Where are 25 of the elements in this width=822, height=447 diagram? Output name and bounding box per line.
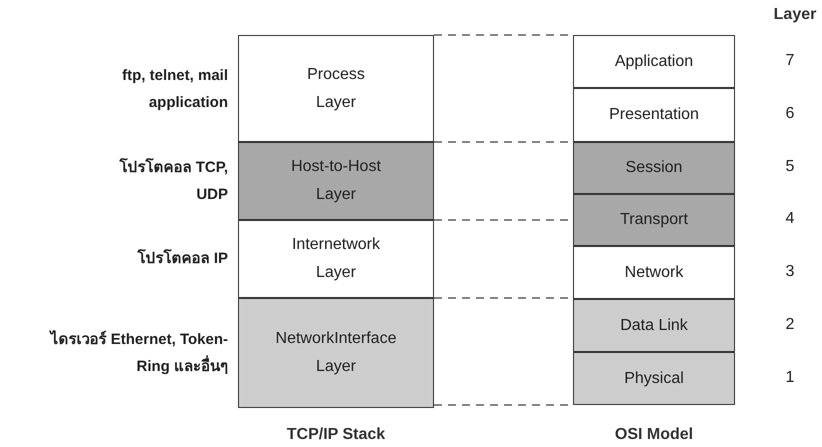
layer-box: Physical <box>573 352 735 405</box>
layer-number: 2 <box>784 316 796 334</box>
layer-box: Session <box>573 142 735 194</box>
layer-number: 4 <box>784 210 796 228</box>
layer-box: Transport <box>573 194 735 246</box>
protocol-note: โปรโตคอล TCP, UDP <box>118 157 228 205</box>
model-caption: OSI Model <box>614 426 694 444</box>
protocol-note: ftp, telnet, mail application <box>121 66 228 112</box>
layer-box: Internetwork Layer <box>238 220 434 298</box>
layer-heading: Layer <box>772 6 818 24</box>
layer-box: Network <box>573 246 735 299</box>
stack-caption: TCP/IP Stack <box>286 426 386 444</box>
layer-number: 1 <box>784 368 796 386</box>
layer-number: 7 <box>784 52 796 70</box>
layer-box: Presentation <box>573 88 735 142</box>
layer-box: NetworkInterface Layer <box>238 298 434 408</box>
layer-box: Application <box>573 35 735 88</box>
layer-box: Host-to-Host Layer <box>238 142 434 220</box>
layer-box: Data Link <box>573 299 735 352</box>
protocol-note: โปรโตคอล IP <box>136 248 228 269</box>
layer-box: Process Layer <box>238 35 434 142</box>
layer-number: 3 <box>784 262 796 280</box>
layer-number: 5 <box>784 158 796 176</box>
layer-number: 6 <box>784 105 796 123</box>
protocol-note: ไดรเวอร์ Ethernet, Token-Ring และอื่นๆ <box>48 329 228 377</box>
